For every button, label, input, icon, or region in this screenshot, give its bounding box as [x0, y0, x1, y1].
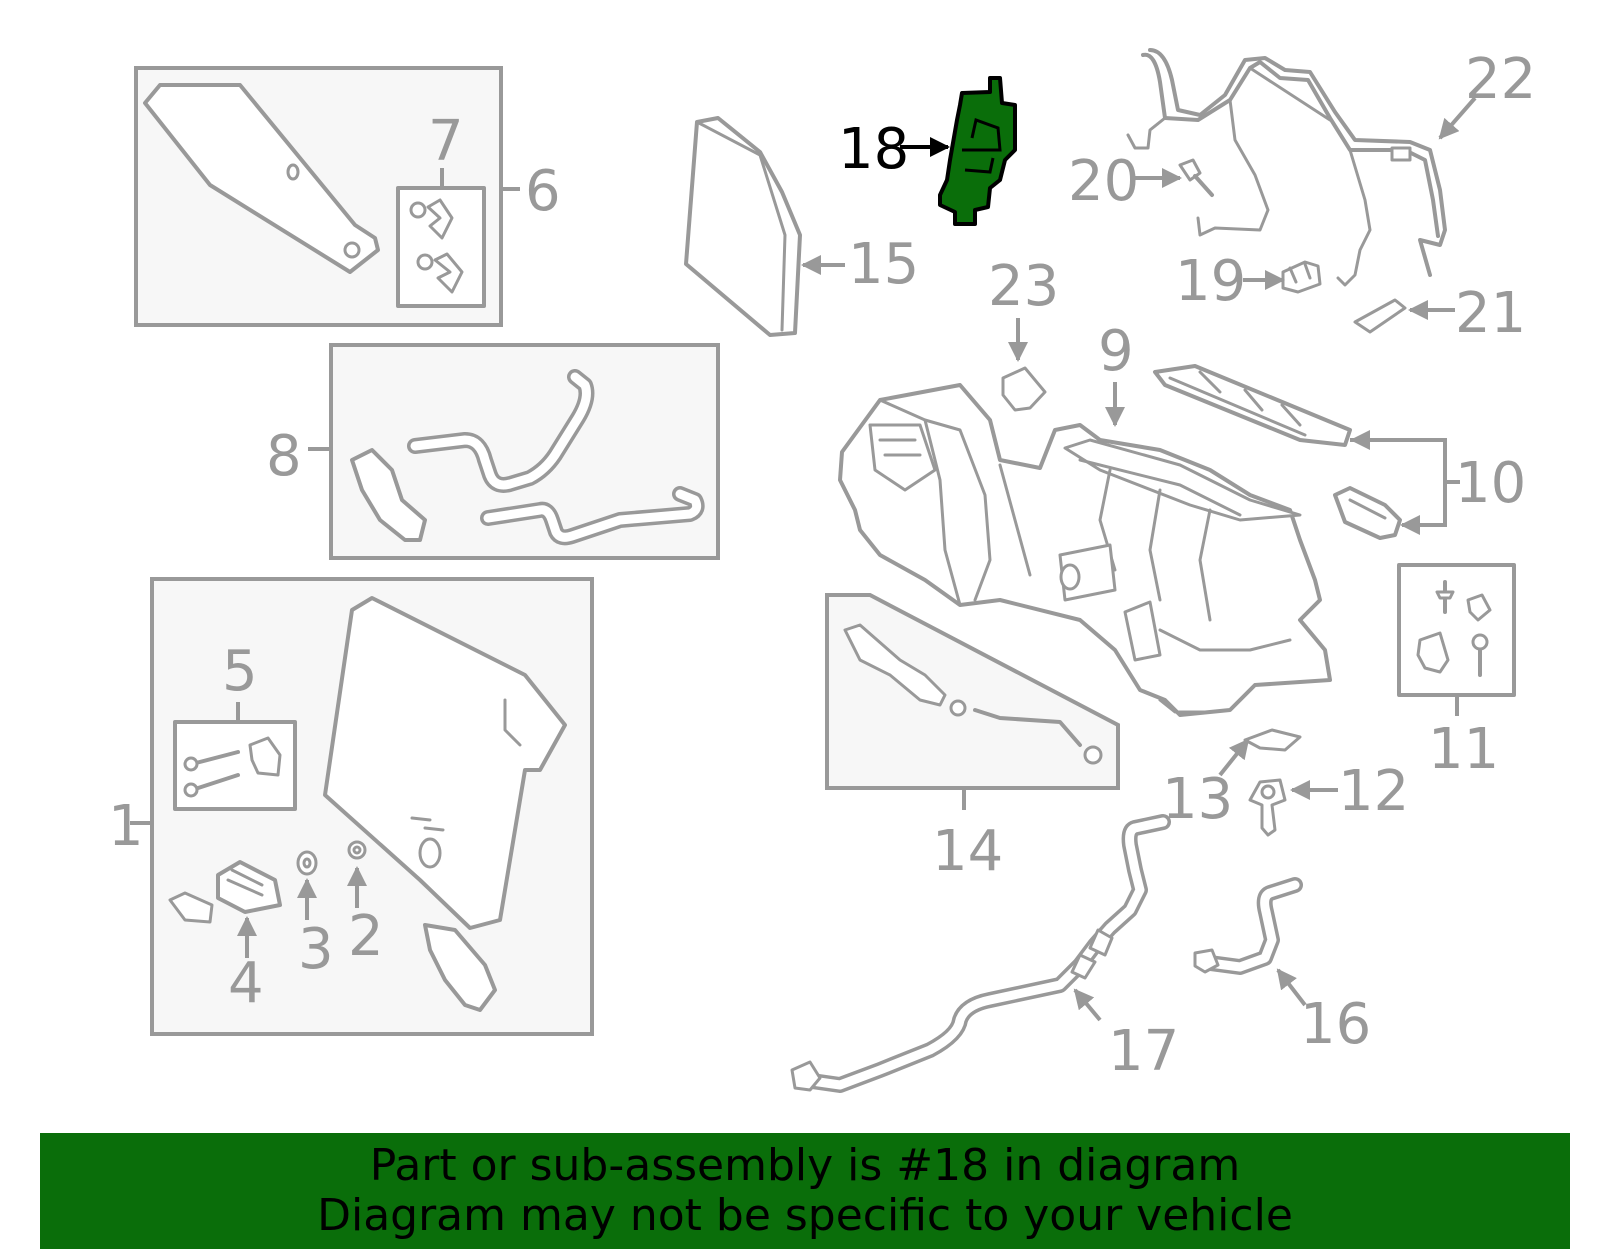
callout-15: 15 [848, 232, 919, 297]
part-20-bolt [1132, 158, 1214, 197]
callout-13: 13 [1162, 767, 1233, 832]
callout-3: 3 [298, 917, 334, 982]
callout-labels: 1 2 3 4 5 6 7 8 9 10 11 12 13 14 15 16 1… [108, 47, 1536, 1084]
callout-12: 12 [1338, 759, 1409, 824]
box-part-7 [396, 168, 486, 308]
part-12-clip [1248, 778, 1338, 837]
part-21-connector [1353, 298, 1455, 334]
part-13-gasket [1218, 728, 1302, 777]
part-19-clip [1243, 260, 1322, 294]
callout-6: 6 [525, 159, 561, 224]
part-22-harness [1126, 48, 1477, 287]
callout-9: 9 [1098, 319, 1134, 384]
callout-2: 2 [348, 904, 384, 969]
callout-17: 17 [1108, 1019, 1179, 1084]
callout-19: 19 [1175, 249, 1246, 314]
callout-22: 22 [1465, 47, 1536, 112]
callout-11: 11 [1428, 717, 1499, 782]
part-17-line [790, 814, 1171, 1093]
callout-20: 20 [1068, 149, 1139, 214]
part-16-line [1193, 877, 1307, 1007]
callout-23: 23 [988, 254, 1059, 319]
part-23-sensor [1001, 318, 1047, 412]
box-part-8 [308, 343, 720, 560]
callout-7: 7 [428, 109, 464, 174]
box-part-14 [825, 593, 1120, 810]
callout-8: 8 [266, 424, 302, 489]
box-part-11 [1397, 563, 1516, 716]
callout-10: 10 [1455, 451, 1526, 516]
part-18-highlighted [900, 76, 1017, 226]
banner-line-2: Diagram may not be specific to your vehi… [317, 1190, 1293, 1241]
callout-14: 14 [932, 819, 1003, 884]
part-9-hvac-housing [838, 382, 1332, 717]
part-10-panels [1153, 364, 1460, 540]
callout-16: 16 [1300, 992, 1371, 1057]
info-banner: Part or sub-assembly is #18 in diagram D… [40, 1133, 1570, 1249]
part-15-filter [684, 116, 845, 337]
callout-5: 5 [222, 639, 258, 704]
banner-line-1: Part or sub-assembly is #18 in diagram [369, 1140, 1241, 1191]
box-part-5 [173, 702, 297, 811]
callout-18: 18 [838, 117, 909, 182]
callout-1: 1 [108, 794, 144, 859]
callout-21: 21 [1455, 281, 1526, 346]
callout-4: 4 [228, 951, 264, 1016]
